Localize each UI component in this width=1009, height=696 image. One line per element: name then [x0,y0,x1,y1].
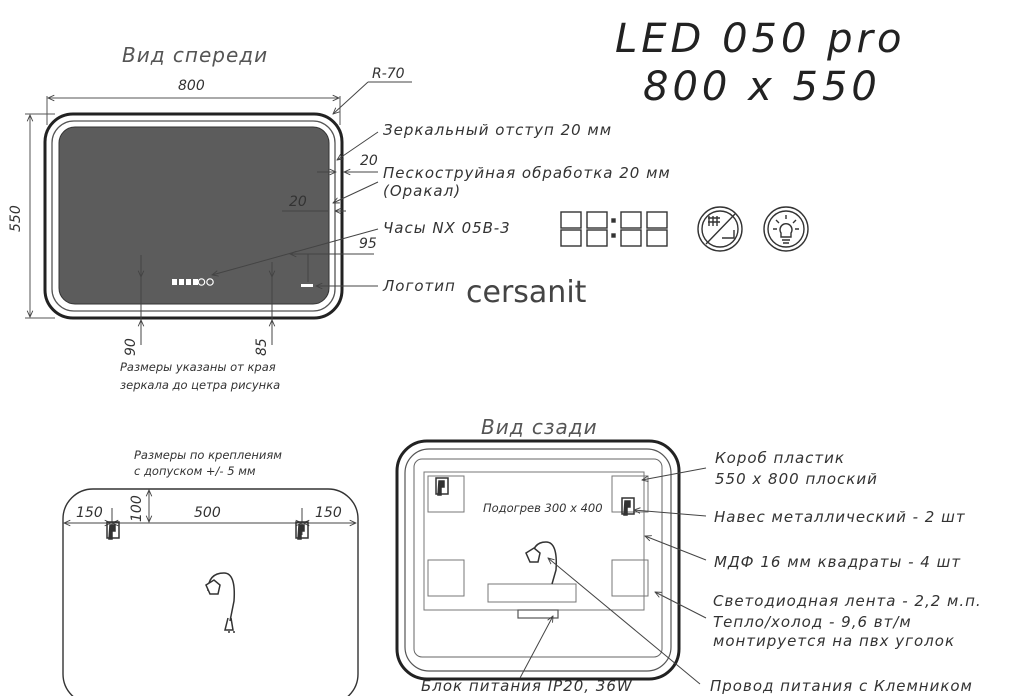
callout-mdf: МДФ 16 мм квадраты - 4 шт [714,553,961,571]
dim-20-b: 20 [289,194,307,210]
callout-cable: Провод питания с Клемником [710,677,973,695]
front-width-label: 800 [178,78,205,94]
callout-led-1: Светодиодная лента - 2,2 м.п. [713,592,982,610]
cersanit-logo: cersanit [466,275,587,310]
front-width-dimension [46,96,341,125]
callout-mirror-offset: Зеркальный отступ 20 мм [383,121,612,139]
radius-label: R-70 [372,66,405,82]
mount-dim-right: 150 [315,505,342,521]
back-cable-icon [525,541,558,585]
front-section-title: Вид спереди [122,43,268,67]
callout-box-2: 550 x 800 плоский [715,470,878,488]
model-title: LED 050 pro [615,16,905,62]
front-mirror [43,112,344,320]
model-size: 800 x 550 [643,64,881,110]
callout-box-1: Короб пластик [715,449,845,467]
callout-led-3: монтируется на пвх уголок [713,632,955,650]
back-section-title: Вид сзади [481,415,598,439]
front-logo-mark-icon [301,284,313,287]
back-hanger-icon [435,477,635,516]
callout-sandblast-1: Пескоструйная обработка 20 мм [383,164,671,182]
front-height-dimension [25,113,55,319]
dim-95: 95 [359,236,377,252]
cable-plug-icon [205,572,236,633]
dim-90: 90 [123,338,139,356]
mounts-note-2: с допуском +/- 5 мм [134,464,256,478]
front-height-label: 550 [8,205,24,232]
callout-hanger: Навес металлический - 2 шт [714,508,966,526]
callout-led-2: Тепло/холод - 9,6 вт/м [713,613,912,631]
mount-dim-left: 150 [76,505,103,521]
callout-logo: Логотип [382,277,456,295]
front-note-2: зеркала до цетра рисунка [120,378,280,392]
mounts-note-1: Размеры по креплениям [134,448,282,462]
heater-label: Подогрев 300 x 400 [483,501,603,515]
mount-dim-top: 100 [129,495,145,522]
front-clock-icon [172,278,214,286]
dim-85: 85 [254,338,270,356]
heating-toggle-icon [697,206,743,252]
wall-hanger-icon [106,521,309,540]
callout-clock: Часы NX 05B-3 [383,219,511,237]
front-note-1: Размеры указаны от края [120,360,276,374]
mount-dim-middle: 500 [194,505,221,521]
clock-digits-icon [560,211,668,247]
callout-psu: Блок питания IP20, 36W [421,677,633,695]
callout-sandblast-2: (Оракал) [383,182,461,200]
light-toggle-icon [763,206,809,252]
dim-20-a: 20 [360,153,378,169]
